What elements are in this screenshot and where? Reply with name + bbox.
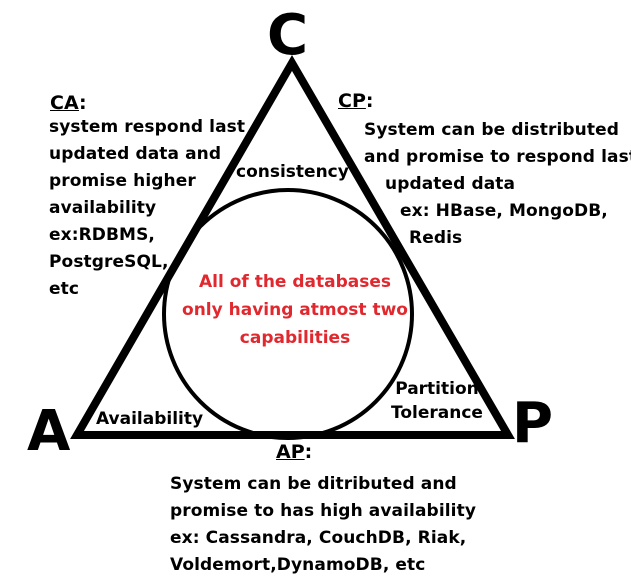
ap-description: System can be ditributed and promise to … [170, 471, 476, 579]
partition-tolerance-label: Partition Tolerance [391, 377, 483, 425]
ca-line: ex:RDBMS, [49, 225, 155, 245]
ca-heading-text: CA [50, 92, 80, 114]
center-note-line: All of the databases [198, 272, 392, 292]
ca-description: system respond last updated data and pro… [49, 114, 245, 303]
partition-line: Partition [395, 379, 479, 399]
cp-line: updated data [385, 174, 516, 194]
ca-line: promise higher [49, 171, 196, 191]
ap-line: System can be ditributed and [170, 474, 457, 494]
cp-line: and promise to respond last [364, 147, 631, 167]
ca-heading: CA: [50, 91, 87, 115]
vertex-c-label: C [267, 3, 309, 68]
ap-heading-colon: : [304, 441, 313, 463]
cp-line: System can be distributed [364, 120, 619, 140]
cp-description: System can be distributed and promise to… [364, 117, 631, 252]
ca-line: system respond last [49, 117, 246, 137]
ca-line: PostgreSQL, [49, 252, 169, 272]
availability-label: Availability [96, 409, 204, 429]
cp-heading: CP: [338, 89, 373, 113]
cp-heading-text: CP [338, 90, 366, 112]
ca-heading-colon: : [79, 92, 87, 114]
ca-line: updated data and [49, 144, 222, 164]
center-note: All of the databases only having atmost … [178, 268, 412, 352]
ap-line: ex: Cassandra, CouchDB, Riak, [170, 528, 467, 548]
ap-line: Voldemort,DynamoDB, etc [170, 555, 426, 575]
intersection-circle [162, 188, 414, 440]
cp-line: ex: HBase, MongoDB, [400, 201, 608, 221]
vertex-p-label: P [512, 391, 554, 456]
center-note-line: only having atmost two [182, 300, 408, 320]
ap-heading: AP: [276, 440, 312, 464]
cp-heading-colon: : [365, 90, 374, 112]
vertex-a-label: A [27, 399, 71, 464]
center-note-line: capabilities [239, 328, 351, 348]
ca-line: availability [49, 198, 157, 218]
ap-heading-text: AP [276, 441, 305, 463]
ca-line: etc [49, 279, 80, 299]
cp-line: Redis [409, 228, 463, 248]
consistency-label: consistency [236, 162, 349, 182]
tolerance-line: Tolerance [391, 403, 483, 423]
ap-line: promise to has high availability [170, 501, 477, 521]
